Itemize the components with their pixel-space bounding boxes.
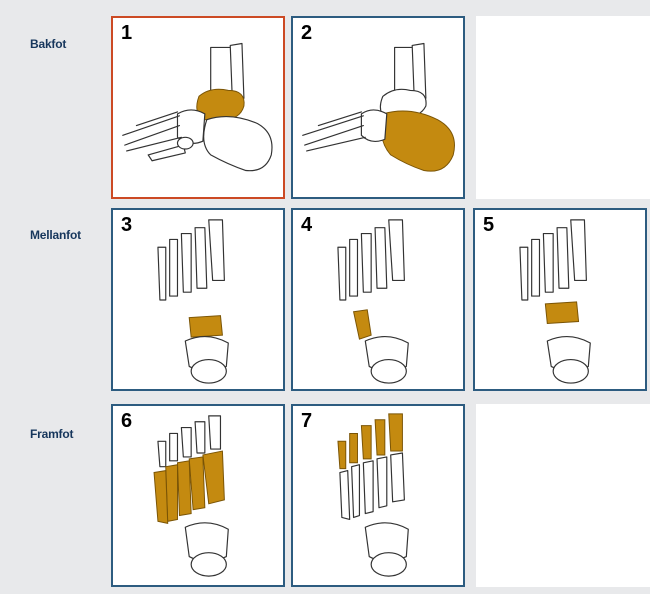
empty-tile — [476, 16, 650, 199]
empty-tile — [476, 404, 650, 587]
top-view-foot-cuneiforms-diagram — [475, 210, 645, 389]
tile-1-talus[interactable]: 1 — [111, 16, 285, 199]
side-view-foot-calcaneus-diagram — [293, 18, 463, 197]
tile-number: 2 — [301, 22, 312, 44]
top-view-foot-tarsals-diagram — [113, 210, 283, 389]
tile-7-phalanges[interactable]: 7 — [291, 404, 465, 587]
top-view-foot-cuboid-diagram — [293, 210, 463, 389]
tile-number: 4 — [301, 214, 312, 236]
row-label-mellanfot: Mellanfot — [30, 228, 81, 242]
top-view-foot-phalanges-diagram — [293, 406, 463, 585]
tile-number: 5 — [483, 214, 494, 236]
tile-4-cuboid[interactable]: 4 — [291, 208, 465, 391]
tile-number: 1 — [121, 22, 132, 44]
tile-6-metatarsals[interactable]: 6 — [111, 404, 285, 587]
tile-2-calcaneus[interactable]: 2 — [291, 16, 465, 199]
tile-3-midfoot-tarsals[interactable]: 3 — [111, 208, 285, 391]
side-view-foot-talus-diagram — [113, 18, 283, 197]
top-view-foot-metatarsals-diagram — [113, 406, 283, 585]
row-label-framfot: Framfot — [30, 427, 73, 441]
tile-5-cuneiforms[interactable]: 5 — [473, 208, 647, 391]
tile-number: 3 — [121, 214, 132, 236]
tile-number: 7 — [301, 410, 312, 432]
tile-number: 6 — [121, 410, 132, 432]
row-label-bakfot: Bakfot — [30, 37, 66, 51]
